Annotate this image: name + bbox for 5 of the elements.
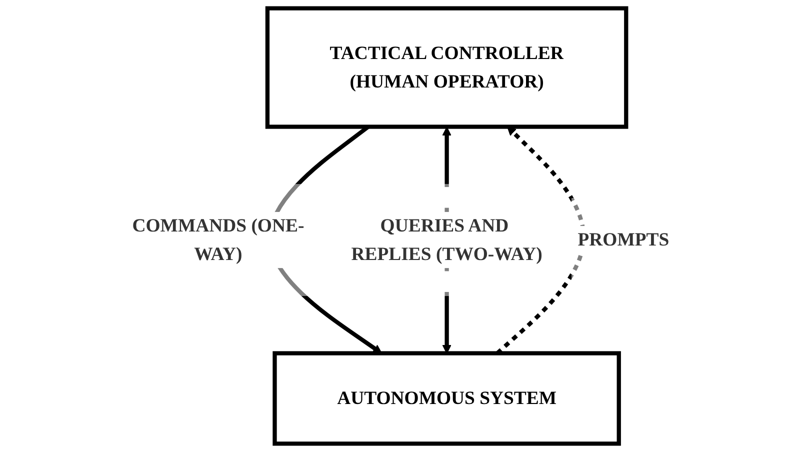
- edge-label: QUERIES AND REPLIES (TWO-WAY): [350, 215, 542, 264]
- edge-label: PROMPTS: [577, 229, 669, 250]
- node-box: AUTONOMOUS SYSTEM: [272, 351, 621, 446]
- node-box: TACTICAL CONTROLLER (HUMAN OPERATOR): [265, 6, 628, 129]
- edge-label: COMMANDS (ONE-WAY): [132, 215, 304, 264]
